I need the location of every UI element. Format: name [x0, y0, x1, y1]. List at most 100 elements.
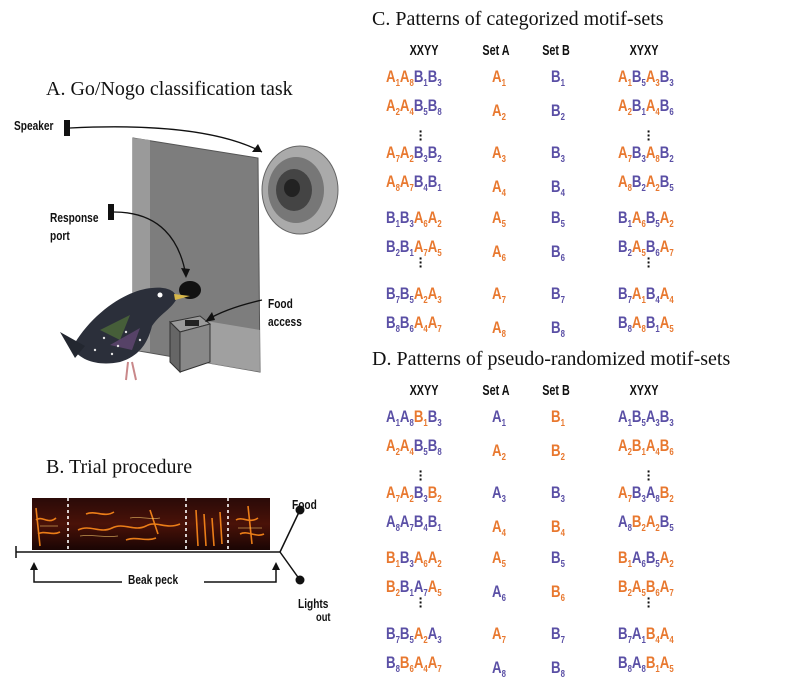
set-a-motif: A4	[492, 517, 506, 539]
speaker-pointer-arrow	[69, 126, 263, 153]
motif-sequence-xyxy: B2A5B6A7	[618, 577, 674, 599]
motif-sequence-xxyy: A7A2B3B2	[386, 143, 442, 165]
motif-sequence-xxyy: B7B5A2A3	[386, 284, 442, 306]
food-label-line1: Food	[268, 296, 293, 311]
motif-sequence-xxyy: A8A7B4B1	[386, 512, 442, 534]
lights-out-outcome-node	[295, 575, 305, 585]
panel-b-title: B. Trial procedure	[46, 456, 193, 478]
motif-sequence-xyxy: B2A5B6A7	[618, 237, 674, 259]
food-outcome-label: Food	[292, 497, 317, 512]
response-label-line2: port	[50, 228, 70, 243]
header-set-b: Set B	[542, 42, 570, 59]
motif-sequence-xxyy: A2A4B5B8	[386, 96, 442, 118]
beak-peck-bracket	[33, 568, 277, 583]
speaker-label: Speaker	[14, 118, 54, 133]
motif-sequence-xyxy: A1B5A3B3	[618, 407, 674, 429]
lights-out-label: Lights	[298, 596, 329, 611]
motif-sequence-xyxy: A7B3A8B2	[618, 143, 674, 165]
set-b-motif: B4	[551, 177, 565, 199]
motif-sequence-xxyy: A8A7B4B1	[386, 172, 442, 194]
set-b-motif: B3	[551, 143, 565, 165]
set-b-motif: B3	[551, 483, 565, 505]
motif-sequence-xyxy: A1B5A3B3	[618, 67, 674, 89]
set-b-motif: B8	[551, 658, 565, 680]
ellipsis-dots: ···	[646, 590, 652, 614]
set-b-motif: B2	[551, 101, 565, 123]
motif-sequence-xxyy: B8B6A4A7	[386, 653, 442, 675]
set-b-motif: B6	[551, 582, 565, 604]
motif-sequence-xxyy: A1A8B1B3	[386, 67, 442, 89]
ellipsis-dots: ···	[418, 463, 424, 487]
set-a-motif: A6	[492, 582, 506, 604]
food-hopper-icon	[168, 315, 212, 374]
panel-a-title: A. Go/Nogo classification task	[46, 78, 293, 100]
header-set-b: Set B	[542, 382, 570, 399]
beak-peck-label: Beak peck	[128, 572, 179, 587]
motif-sequence-xxyy: B1B3A6A2	[386, 548, 442, 570]
ellipsis-dots: ···	[418, 123, 424, 147]
set-a-motif: A3	[492, 483, 506, 505]
response-port-icon	[179, 281, 201, 299]
header-set-a: Set A	[482, 382, 510, 399]
motif-sequence-xxyy: B2B1A7A5	[386, 577, 442, 599]
set-a-motif: A2	[492, 101, 506, 123]
set-a-motif: A8	[492, 318, 506, 340]
motif-sequence-xyxy: A8B2A2B5	[618, 512, 674, 534]
response-pointer-arrow	[113, 211, 187, 277]
starling-bird-icon	[60, 287, 190, 381]
motif-sequence-xyxy: A8B2A2B5	[618, 172, 674, 194]
header-set-a: Set A	[482, 42, 510, 59]
ellipsis-dots: ···	[646, 123, 652, 147]
set-b-motif: B5	[551, 548, 565, 570]
motif-sequence-xyxy: B8A8B1A5	[618, 313, 674, 335]
motif-sequence-xxyy: A1A8B1B3	[386, 407, 442, 429]
motif-sequence-xyxy: A2B1A4B6	[618, 436, 674, 458]
set-b-motif: B1	[551, 407, 565, 429]
motif-sequence-xyxy: A2B1A4B6	[618, 96, 674, 118]
motif-sequence-xxyy: B2B1A7A5	[386, 237, 442, 259]
set-a-motif: A1	[492, 407, 506, 429]
food-label-line2: access	[268, 314, 302, 329]
set-b-motif: B6	[551, 242, 565, 264]
motif-sequence-xyxy: B7A1B4A4	[618, 284, 674, 306]
motif-sequence-xyxy: B8A8B1A5	[618, 653, 674, 675]
panel-c-title: C. Patterns of categorized motif-sets	[372, 8, 664, 30]
motif-sequence-xxyy: B7B5A2A3	[386, 624, 442, 646]
motif-sequence-xxyy: A7A2B3B2	[386, 483, 442, 505]
ellipsis-dots: ···	[418, 250, 424, 274]
header-xyxy: XYXY	[629, 42, 659, 59]
motif-sequence-xyxy: B1A6B5A2	[618, 548, 674, 570]
set-a-motif: A5	[492, 208, 506, 230]
set-a-motif: A4	[492, 177, 506, 199]
set-a-motif: A7	[492, 284, 506, 306]
motif-sequence-xxyy: B8B6A4A7	[386, 313, 442, 335]
set-a-motif: A6	[492, 242, 506, 264]
trial-procedure-diagram	[15, 498, 305, 585]
set-a-motif: A7	[492, 624, 506, 646]
header-xxyy: XXYY	[409, 382, 439, 399]
set-b-motif: B7	[551, 624, 565, 646]
food-outcome-node	[295, 505, 305, 515]
speaker-icon	[261, 145, 339, 235]
set-b-motif: B5	[551, 208, 565, 230]
motif-sequence-xxyy: B1B3A6A2	[386, 208, 442, 230]
set-a-motif: A1	[492, 67, 506, 89]
lights-out-label-sub: out	[316, 610, 331, 624]
header-xyxy: XYXY	[629, 382, 659, 399]
ellipsis-dots: ···	[646, 250, 652, 274]
set-a-motif: A8	[492, 658, 506, 680]
set-a-motif: A2	[492, 441, 506, 463]
ellipsis-dots: ···	[418, 590, 424, 614]
header-xxyy: XXYY	[409, 42, 439, 59]
panel-d-title: D. Patterns of pseudo-randomized motif-s…	[372, 348, 731, 370]
set-b-motif: B7	[551, 284, 565, 306]
set-b-motif: B1	[551, 67, 565, 89]
motif-sequence-xyxy: B1A6B5A2	[618, 208, 674, 230]
set-b-motif: B8	[551, 318, 565, 340]
set-a-motif: A5	[492, 548, 506, 570]
motif-sequence-xxyy: A2A4B5B8	[386, 436, 442, 458]
ellipsis-dots: ···	[646, 463, 652, 487]
set-b-motif: B4	[551, 517, 565, 539]
motif-sequence-xyxy: B7A1B4A4	[618, 624, 674, 646]
go-nogo-apparatus	[60, 120, 339, 381]
